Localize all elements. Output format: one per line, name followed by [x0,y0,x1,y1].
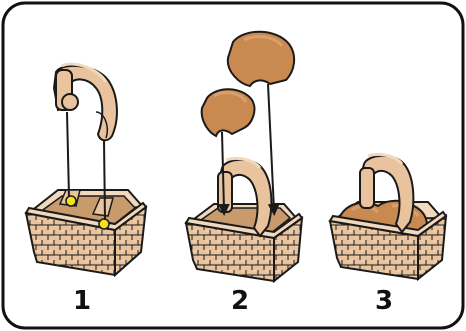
bread-large [228,32,294,86]
step-3-label: 3 [375,286,393,316]
guide-line-right [104,140,105,220]
peg-hole-left [66,196,76,206]
basket-body-1 [26,190,146,275]
step-2-label: 2 [231,286,249,316]
basket-body-2 [186,204,302,281]
step-1-label: 1 [73,286,91,316]
basket-body-3 [330,201,446,279]
peg-hole-right [99,219,109,229]
